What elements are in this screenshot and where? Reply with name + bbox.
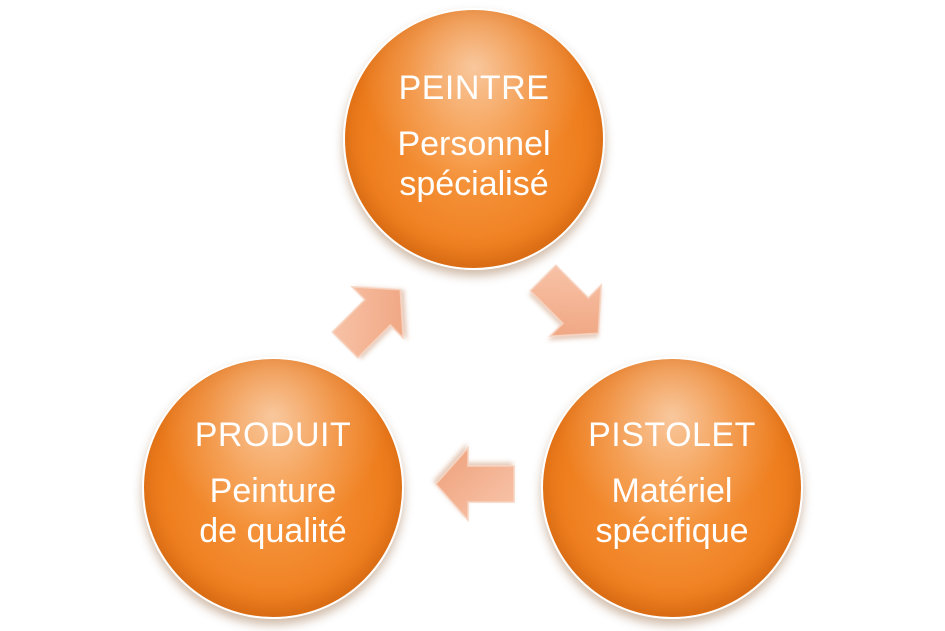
node-peintre-description: Personnel spécialisé bbox=[397, 125, 551, 203]
node-produit: PRODUIT Peinture de qualité bbox=[142, 357, 404, 619]
arrow-pistolet-to-produit bbox=[434, 446, 515, 522]
node-produit-description: Peinture de qualité bbox=[199, 472, 347, 550]
node-produit-title: PRODUIT bbox=[194, 416, 352, 454]
node-peintre: PEINTRE Personnel spécialisé bbox=[343, 8, 605, 270]
arrow-produit-to-peintre bbox=[331, 286, 404, 359]
node-peintre-title: PEINTRE bbox=[398, 69, 550, 107]
arrow-peintre-to-pistolet bbox=[529, 264, 602, 337]
node-pistolet-description: Matériel spécifique bbox=[595, 472, 749, 550]
node-pistolet-title: PISTOLET bbox=[588, 416, 756, 454]
node-pistolet: PISTOLET Matériel spécifique bbox=[541, 357, 803, 619]
